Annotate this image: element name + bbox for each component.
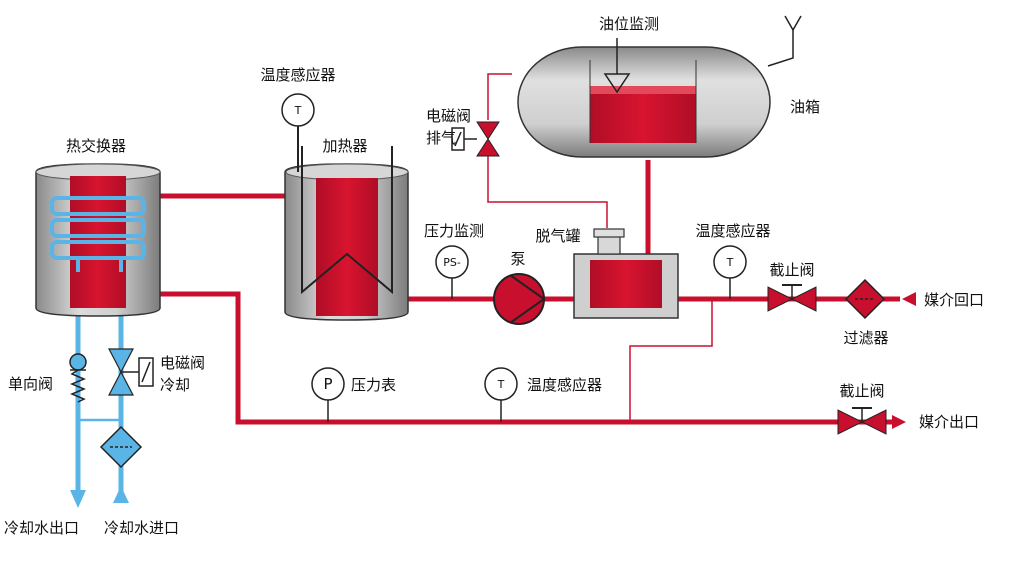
temp-sensor-bottom-label: 温度感应器 xyxy=(527,376,602,394)
pump xyxy=(493,273,545,325)
heater xyxy=(284,146,409,321)
stop-valve-bottom-label: 截止阀 xyxy=(839,382,884,400)
media-return-arrow xyxy=(902,292,916,306)
pressure-monitor-label: 压力监测 xyxy=(424,222,484,240)
temp-sensor-heater-label: 温度感应器 xyxy=(260,66,335,84)
heat-exchanger xyxy=(35,163,161,317)
cooling-outlet-arrow xyxy=(70,490,86,508)
oil-level-monitor-label: 油位监测 xyxy=(599,15,659,33)
cooling-water-outlet-label: 冷却水出口 xyxy=(4,519,79,537)
media-return-label: 媒介回口 xyxy=(924,291,984,309)
degas-tank-label: 脱气罐 xyxy=(535,227,580,245)
solenoid-exhaust-label-2: 排气 xyxy=(426,129,456,147)
heat-exchanger-label: 热交换器 xyxy=(66,137,126,155)
cooling-filter xyxy=(99,425,143,469)
pump-label: 泵 xyxy=(510,250,525,268)
oil-tank-label: 油箱 xyxy=(790,98,820,116)
svg-text:T: T xyxy=(726,256,734,269)
cooling-inlet-arrow xyxy=(113,486,129,503)
solenoid-cooling-label-1: 电磁阀 xyxy=(160,354,205,372)
pressure-switch: PS- xyxy=(435,245,469,299)
svg-text:T: T xyxy=(294,104,302,117)
temp-sensor-right: T xyxy=(713,245,747,299)
media-outlet-label: 媒介出口 xyxy=(919,413,979,431)
filter xyxy=(844,278,886,320)
temp-sensor-right-label: 温度感应器 xyxy=(695,222,770,240)
media-pipes xyxy=(160,73,900,425)
solenoid-exhaust-valve xyxy=(451,121,500,157)
degas-tank xyxy=(573,228,679,319)
pressure-gauge-label: 压力表 xyxy=(351,376,396,394)
solenoid-cooling-valve xyxy=(108,348,154,396)
heater-label: 加热器 xyxy=(322,137,367,155)
pressure-gauge: P xyxy=(311,367,345,422)
svg-text:T: T xyxy=(497,378,505,391)
media-outlet-arrow xyxy=(892,415,906,429)
stop-valve-bottom xyxy=(837,407,887,435)
filter-label: 过滤器 xyxy=(843,329,888,347)
stop-valve-top xyxy=(767,284,817,312)
solenoid-cooling-label-2: 冷却 xyxy=(160,376,190,394)
check-valve-label: 单向阀 xyxy=(8,375,53,393)
temp-sensor-bottom: T xyxy=(484,367,518,422)
svg-text:PS-: PS- xyxy=(443,256,461,269)
temp-sensor-heater: T xyxy=(281,93,315,172)
check-valve xyxy=(69,353,87,403)
solenoid-exhaust-label-1: 电磁阀 xyxy=(426,107,471,125)
cooling-water-inlet-label: 冷却水进口 xyxy=(104,519,179,537)
svg-text:P: P xyxy=(323,375,332,393)
oil-tank xyxy=(517,15,802,158)
stop-valve-top-label: 截止阀 xyxy=(769,261,814,279)
